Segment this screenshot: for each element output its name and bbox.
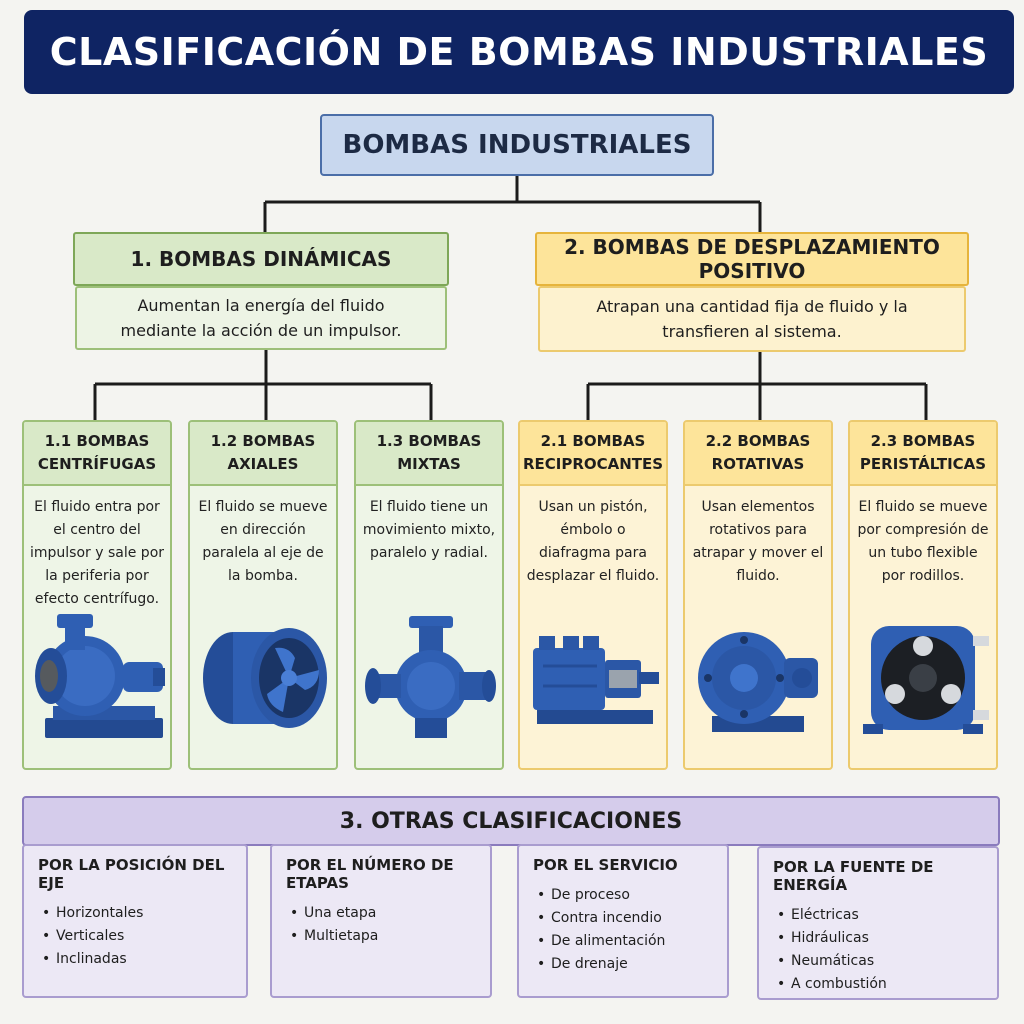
reciprocating-pump-icon <box>520 594 666 768</box>
list-item: Una etapa <box>286 902 476 925</box>
list-item: De alimentación <box>533 930 713 953</box>
card-axial: 1.2 BOMBAS AXIALES El fluido se mueve en… <box>188 420 338 770</box>
list-item: Inclinadas <box>38 948 232 971</box>
card-title: 2.1 BOMBAS RECIPROCANTES <box>520 422 666 486</box>
group-stages: POR EL NÚMERO DE ETAPAS Una etapa Multie… <box>270 844 492 998</box>
mixed-flow-pump-icon <box>356 594 502 768</box>
centrifugal-pump-icon <box>24 594 170 768</box>
card-reciprocating: 2.1 BOMBAS RECIPROCANTES Usan un pistón,… <box>518 420 668 770</box>
group-title: POR EL SERVICIO <box>533 856 678 874</box>
group-title: POR LA FUENTE DE ENERGÍA <box>773 858 934 894</box>
card-description: El fluido se mueve en dirección paralela… <box>198 499 328 584</box>
card-title: 2.2 BOMBAS ROTATIVAS <box>685 422 831 486</box>
card-title: 2.3 BOMBAS PERISTÁLTICAS <box>850 422 996 486</box>
axial-pump-icon <box>190 594 336 768</box>
positive-displacement-header: 2. BOMBAS DE DESPLAZAMIENTO POSITIVO <box>535 232 969 286</box>
list-item: Contra incendio <box>533 907 713 930</box>
card-description: El fluido entra por el centro del impuls… <box>30 499 165 607</box>
card-description: El fluido tiene un movimiento mixto, par… <box>362 499 496 561</box>
list-item: Verticales <box>38 925 232 948</box>
main-title: CLASIFICACIÓN DE BOMBAS INDUSTRIALES <box>24 10 1014 94</box>
card-centrifugal: 1.1 BOMBAS CENTRÍFUGAS El fluido entra p… <box>22 420 172 770</box>
card-description: Usan un pistón, émbolo o diafragma para … <box>526 499 660 584</box>
card-rotary: 2.2 BOMBAS ROTATIVAS Usan elementos rota… <box>683 420 833 770</box>
card-title: 1.2 BOMBAS AXIALES <box>190 422 336 486</box>
card-title: 1.1 BOMBAS CENTRÍFUGAS <box>24 422 170 486</box>
group-energy-source: POR LA FUENTE DE ENERGÍA Eléctricas Hidr… <box>757 846 999 1000</box>
positive-displacement-description: Atrapan una cantidad fija de fluido y la… <box>538 286 966 352</box>
list-item: De drenaje <box>533 953 713 976</box>
list-item: Horizontales <box>38 902 232 925</box>
card-title: 1.3 BOMBAS MIXTAS <box>356 422 502 486</box>
card-description: El fluido se mueve por compresión de un … <box>857 499 989 584</box>
other-classifications-header: 3. OTRAS CLASIFICACIONES <box>22 796 1000 846</box>
rotary-pump-icon <box>685 594 831 768</box>
card-mixed: 1.3 BOMBAS MIXTAS El fluido tiene un mov… <box>354 420 504 770</box>
list-item: Hidráulicas <box>773 927 983 950</box>
group-shaft-position: POR LA POSICIÓN DEL EJE Horizontales Ver… <box>22 844 248 998</box>
dynamic-pumps-description: Aumentan la energía del fluido mediante … <box>75 286 447 350</box>
card-peristaltic: 2.3 BOMBAS PERISTÁLTICAS El fluido se mu… <box>848 420 998 770</box>
list-item: A combustión <box>773 973 983 996</box>
group-title: POR EL NÚMERO DE ETAPAS <box>286 856 454 892</box>
list-item: Eléctricas <box>773 904 983 927</box>
peristaltic-pump-icon <box>850 594 996 768</box>
list-item: Multietapa <box>286 925 476 948</box>
group-title: POR LA POSICIÓN DEL EJE <box>38 856 225 892</box>
list-item: Neumáticas <box>773 950 983 973</box>
dynamic-pumps-header: 1. BOMBAS DINÁMICAS <box>73 232 449 286</box>
list-item: De proceso <box>533 884 713 907</box>
card-description: Usan elementos rotativos para atrapar y … <box>692 499 824 584</box>
group-service: POR EL SERVICIO De proceso Contra incend… <box>517 844 729 998</box>
root-node: BOMBAS INDUSTRIALES <box>320 114 714 176</box>
